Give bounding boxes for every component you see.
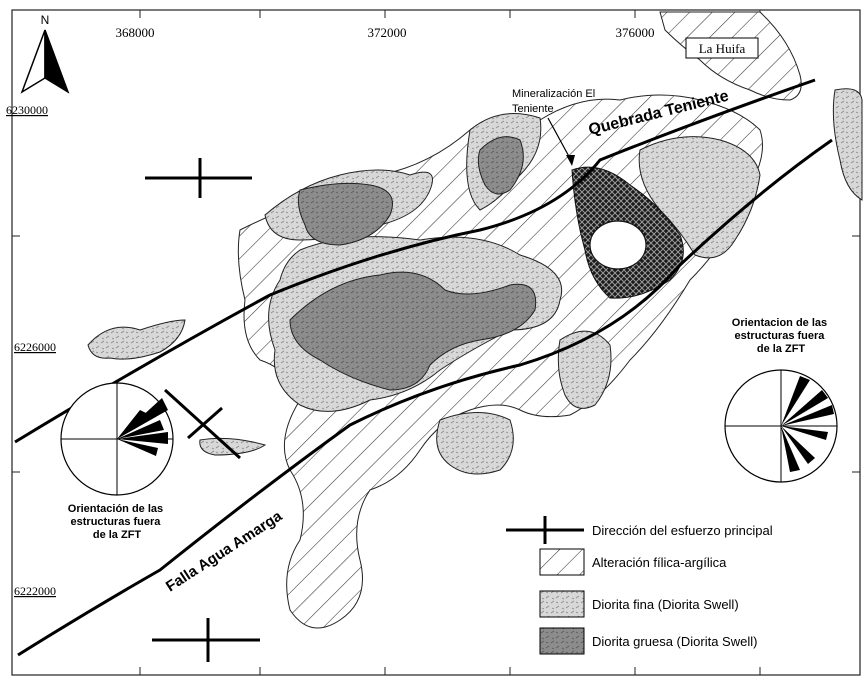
northing-label: 6230000 bbox=[6, 103, 48, 117]
stress-direction-cross bbox=[163, 388, 242, 460]
legend-item-alteracion: Alteración fílica-argílica bbox=[539, 548, 727, 576]
rose-left-title: Orientación de las estructuras fuera de … bbox=[68, 503, 166, 541]
pointer-arrowhead-icon bbox=[566, 155, 575, 166]
rose-diagram-left bbox=[60, 382, 174, 496]
diorita-fina-zone bbox=[557, 330, 612, 409]
legend-label: Diorita fina (Diorita Swell) bbox=[592, 597, 739, 612]
northing-label: 6226000 bbox=[14, 340, 56, 354]
legend-item-stress: Dirección del esfuerzo principal bbox=[506, 516, 773, 544]
diorita-fina-isolated bbox=[199, 437, 267, 456]
north-arrow-icon: N bbox=[20, 13, 70, 94]
la-huifa-box bbox=[685, 37, 759, 59]
legend-item-diorita-fina: Diorita fina (Diorita Swell) bbox=[539, 590, 739, 618]
rose-diagram-right bbox=[724, 369, 838, 483]
diorita-fina-isolated bbox=[832, 88, 863, 201]
falla-line-north bbox=[14, 78, 816, 444]
diorita-gruesa-zone bbox=[297, 182, 393, 246]
mineralizacion-label: Mineralización El bbox=[512, 88, 595, 100]
mineralizacion-core bbox=[589, 220, 647, 270]
stress-direction-cross bbox=[152, 618, 260, 662]
mineralizacion-pointer bbox=[547, 117, 573, 163]
easting-label: 372000 bbox=[368, 25, 407, 40]
legend: Dirección del esfuerzo principal Alterac… bbox=[506, 516, 773, 655]
northing-label: 6222000 bbox=[14, 584, 56, 598]
la-huifa-label: La Huifa bbox=[699, 41, 746, 56]
stress-direction-cross bbox=[145, 158, 252, 198]
north-arrow-label: N bbox=[41, 13, 50, 27]
legend-item-diorita-gruesa: Diorita gruesa (Diorita Swell) bbox=[539, 627, 757, 655]
diorita-gruesa-zone bbox=[289, 271, 537, 391]
diorita-fina-zone bbox=[436, 412, 514, 475]
easting-label: 376000 bbox=[616, 25, 655, 40]
legend-label: Diorita gruesa (Diorita Swell) bbox=[592, 634, 757, 649]
falla-line-south bbox=[17, 138, 833, 657]
legend-label: Dirección del esfuerzo principal bbox=[592, 523, 773, 538]
legend-label: Alteración fílica-argílica bbox=[592, 555, 727, 570]
rose-right-title: Orientacion de las estructuras fuera de … bbox=[732, 317, 830, 355]
diorita-gruesa-zone bbox=[477, 136, 524, 195]
diorita-fina-isolated bbox=[87, 319, 186, 360]
mineralizacion-label: Teniente bbox=[512, 103, 554, 115]
easting-label: 368000 bbox=[116, 25, 155, 40]
